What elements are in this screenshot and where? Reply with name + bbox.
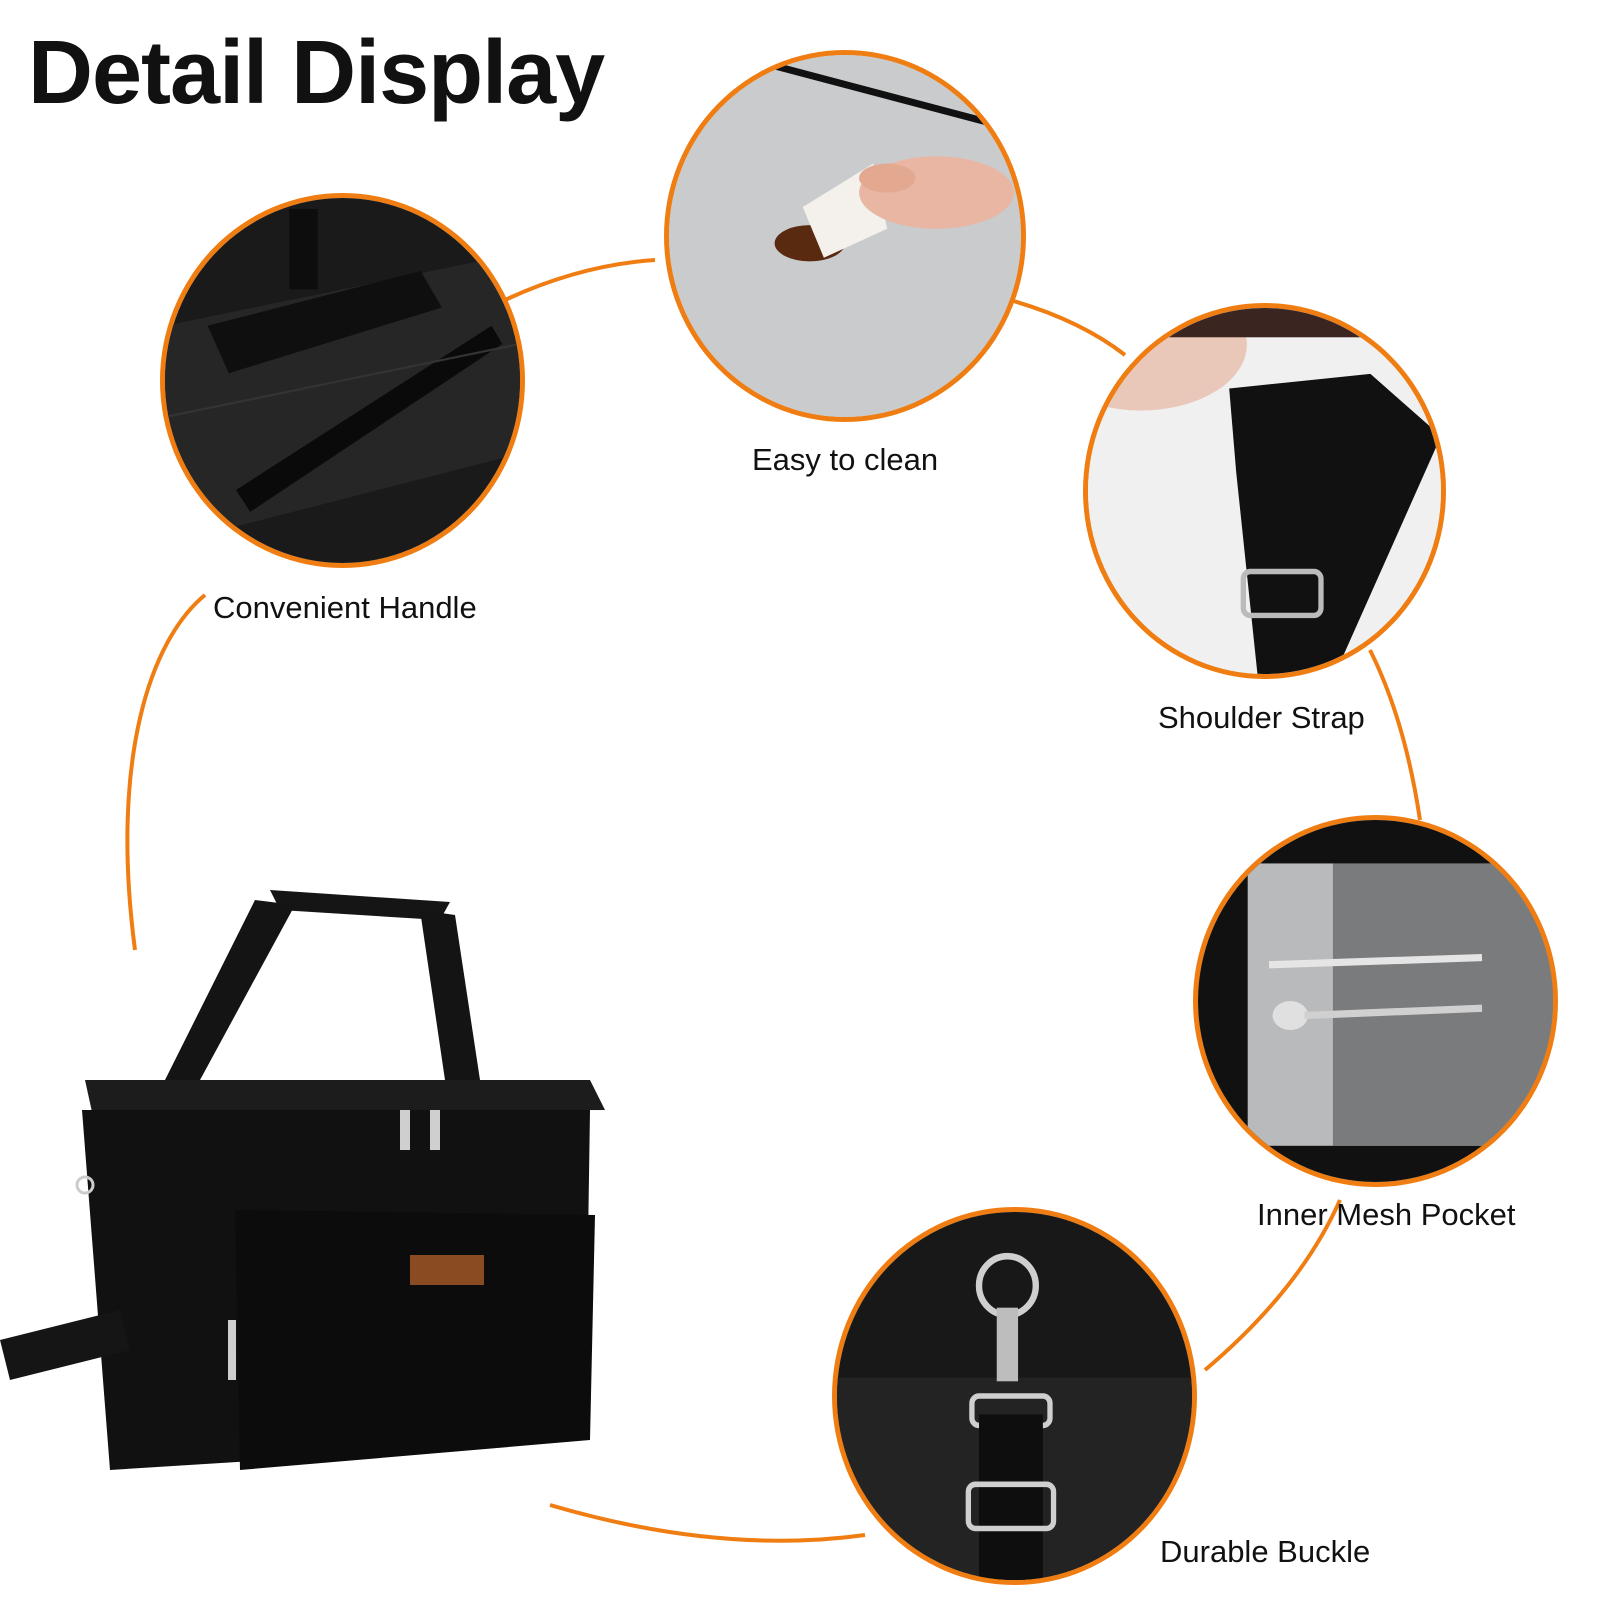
lunch-bag-product-image [0, 880, 640, 1500]
handle-detail-image [160, 193, 525, 568]
pocket-label: Inner Mesh Pocket [1257, 1197, 1516, 1232]
buckle-label: Durable Buckle [1160, 1534, 1371, 1569]
strap-label: Shoulder Strap [1158, 700, 1365, 735]
buckle-detail-image [832, 1207, 1197, 1585]
handle-label: Convenient Handle [213, 590, 477, 625]
pocket-detail-image [1193, 815, 1558, 1187]
strap-detail-image [1083, 303, 1446, 679]
page-title: Detail Display [28, 23, 605, 123]
clean-detail-image [664, 50, 1026, 422]
clean-label: Easy to clean [752, 442, 939, 477]
